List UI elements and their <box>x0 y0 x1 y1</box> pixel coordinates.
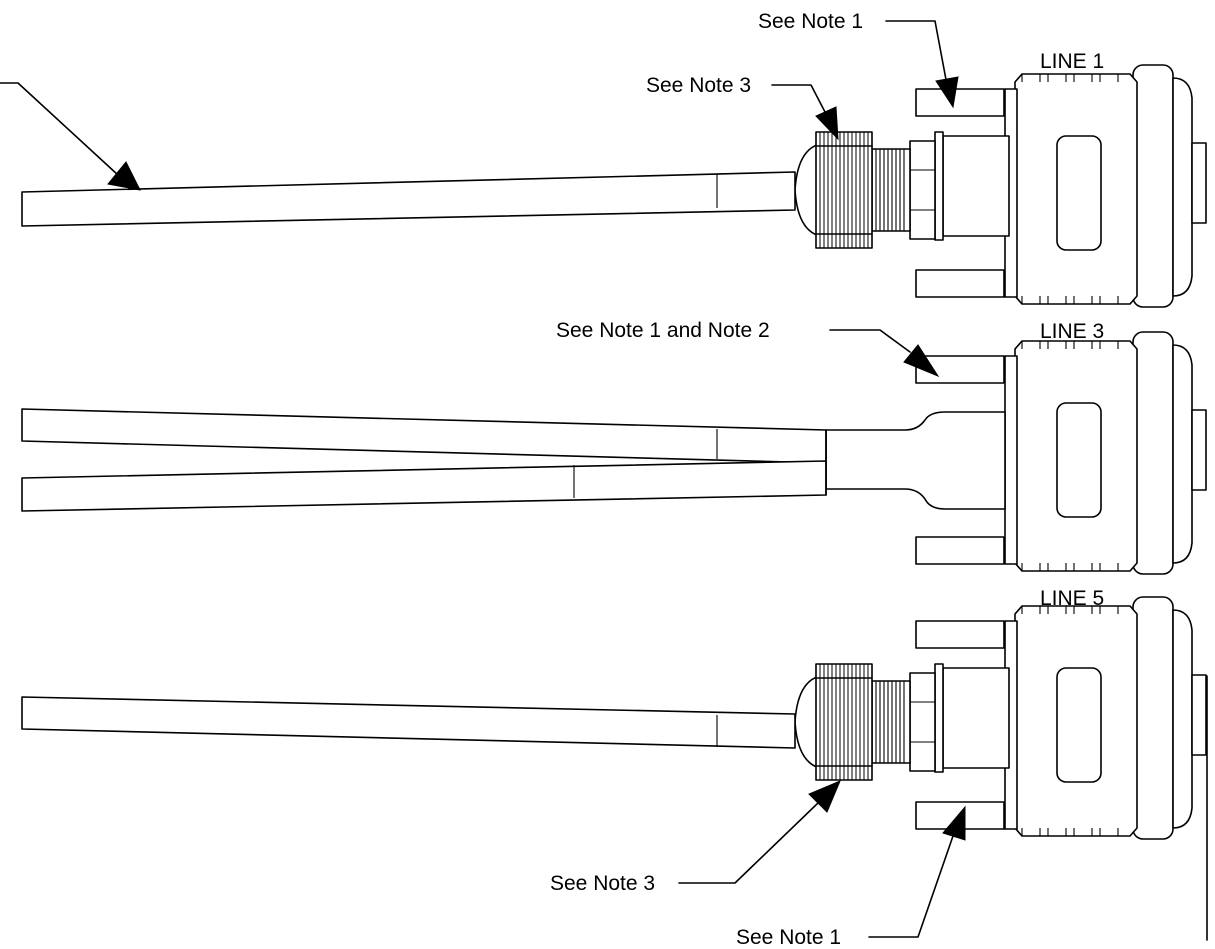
note3-bottom-label: See Note 3 <box>550 872 655 895</box>
note1-top-arrowhead <box>935 76 959 109</box>
note3-bottom-arrowhead <box>808 780 841 813</box>
line5-cable <box>21 696 796 749</box>
note1-and-2-arrowhead <box>903 344 940 378</box>
line3-cable-lower <box>21 460 827 512</box>
line1-cable <box>21 171 796 227</box>
note1-bottom-arrowhead <box>942 805 966 841</box>
line1-label: LINE 1 <box>1040 50 1104 73</box>
line5-label: LINE 5 <box>1040 587 1104 610</box>
line5-cable-gland <box>794 663 1010 781</box>
note1-and-2-leader <box>829 329 911 353</box>
line1-connector-body <box>1004 64 1207 308</box>
note1-and-2-label: See Note 1 and Note 2 <box>556 319 770 342</box>
line3-assembly <box>21 331 1207 575</box>
note1-bottom-leader <box>868 835 954 938</box>
note3-top-arrowhead <box>815 106 839 141</box>
note3-top-label: See Note 3 <box>646 74 751 97</box>
note3-top-leader <box>771 84 826 113</box>
note3-bottom-leader <box>678 802 819 884</box>
line3-label: LINE 3 <box>1040 320 1104 343</box>
line5-assembly <box>21 596 1207 840</box>
note1-top-label: See Note 1 <box>758 10 863 33</box>
cable-leader <box>0 82 119 176</box>
note1-bottom-label: See Note 1 <box>736 926 841 949</box>
note1-top-leader <box>885 20 948 86</box>
line1-assembly <box>21 64 1207 308</box>
line3-cable-upper <box>21 408 827 464</box>
line5-connector-body <box>1004 596 1207 840</box>
line3-breakout <box>825 411 1006 510</box>
cable-arrowhead <box>107 161 141 191</box>
line3-connector-body <box>1004 331 1207 575</box>
line1-cable-gland <box>794 131 1010 249</box>
